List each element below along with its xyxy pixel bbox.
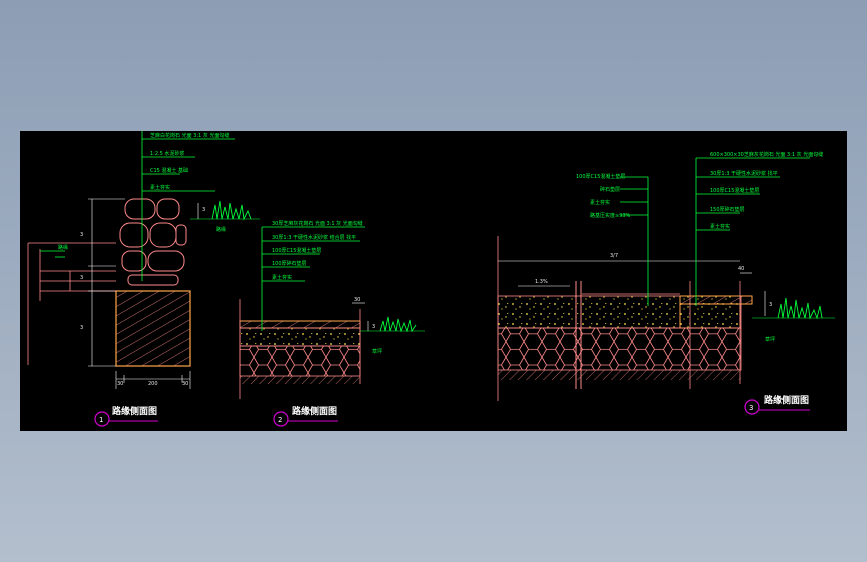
callout-number: 2: [278, 416, 282, 424]
section-3-label: 碎石垫层: [600, 186, 620, 193]
section-3-label: 路基压实度≥93%: [590, 212, 631, 219]
section-1-label: 1:2.5 水泥砂浆: [150, 150, 184, 157]
section-1-side-label: 路缘: [58, 244, 68, 251]
section-1-label: 素土夯实: [150, 184, 170, 191]
section-2-label: 30厚芝麻灰花岗石 光面 3:1 灰 光面勾缝: [272, 220, 363, 227]
curb-stone: [679, 295, 753, 305]
callout-circle-1: [94, 411, 110, 427]
section-3-label: 100厚C15混凝土垫层: [710, 187, 759, 194]
dim-label: 3: [80, 275, 83, 281]
grass: [211, 200, 252, 221]
section-1-leader: [40, 131, 235, 281]
callout-number: 1: [99, 416, 103, 424]
concrete-layer: [239, 345, 361, 377]
stone-stack: [119, 198, 187, 286]
dim-label: 40: [738, 266, 744, 272]
gravel-layer: [497, 327, 742, 371]
section-2-title: 路缘侧面图: [292, 405, 337, 417]
grass-label: 路缘: [216, 226, 226, 233]
section-1-title: 路缘侧面图: [112, 405, 157, 417]
dim-label: 3/7: [610, 253, 618, 259]
dim-label: 30: [354, 297, 360, 303]
grass: [777, 297, 823, 320]
cad-drawing: 3 3 3 30 200 30 芝麻白花岗石 光面 3:1 灰 光面勾缝 1:2…: [27, 131, 835, 427]
callout-circle-2: [273, 411, 289, 427]
section-2-label: 100厚碎石垫层: [272, 260, 307, 267]
earth-layer: [498, 370, 741, 380]
dim-label: 30: [117, 381, 123, 387]
section-1-label: 芝麻白花岗石 光面 3:1 灰 光面勾缝: [150, 132, 229, 139]
dim-label: 3: [202, 207, 205, 213]
section-1-label: C15 混凝土 基础: [150, 167, 188, 174]
callout-number: 3: [749, 404, 753, 412]
left-wall: [27, 242, 116, 365]
dim-label: 3: [80, 232, 83, 238]
earth-layer: [240, 376, 360, 384]
mortar-layer: [239, 327, 361, 347]
section-3-drawing: 3/7 1.3% 40 3 100厚C15混凝土垫层 碎石垫层 素土夯实 路基压…: [497, 151, 835, 415]
dim-label: 3: [80, 325, 83, 331]
dim-label: 3: [769, 302, 772, 308]
section-2-label: 素土夯实: [272, 274, 292, 281]
paving-slab: [239, 320, 361, 329]
callout-circle-3: [744, 399, 760, 415]
dim-label: 30: [182, 381, 188, 387]
stone-base-block: [115, 290, 191, 367]
section-3-label: 150厚碎石垫层: [710, 206, 745, 213]
grass-label: 草坪: [765, 336, 775, 343]
cad-drawing-canvas[interactable]: 3 3 3 30 200 30 芝麻白花岗石 光面 3:1 灰 光面勾缝 1:2…: [20, 131, 847, 431]
dim-label: 200: [148, 381, 158, 387]
section-3-label: 素土夯实: [710, 223, 730, 230]
grass: [379, 316, 417, 333]
dim-label: 3: [372, 324, 375, 330]
section-2-label: 30厚1:3 干硬性水泥砂浆 结合层 找平: [272, 234, 356, 241]
section-3-label: 600×300×30芝麻灰花岗石 光面 3:1 灰 光面勾缝: [710, 151, 823, 158]
section-1-dimensions: [88, 198, 191, 389]
section-1-drawing: 3 3 3 30 200 30 芝麻白花岗石 光面 3:1 灰 光面勾缝 1:2…: [27, 131, 260, 427]
section-3-title: 路缘侧面图: [764, 394, 809, 406]
grass-label: 草坪: [372, 348, 382, 355]
dim-label: 1.3%: [535, 279, 548, 285]
section-3-label: 素土夯实: [590, 199, 610, 206]
section-2-label: 100厚C15混凝土垫层: [272, 247, 321, 254]
section-3-label: 100厚C15混凝土垫层: [576, 173, 625, 180]
section-2-drawing: 30厚芝麻灰花岗石 光面 3:1 灰 光面勾缝 30厚1:3 干硬性水泥砂浆 结…: [239, 220, 425, 427]
section-3-label: 30厚1:3 干硬性水泥砂浆 找平: [710, 170, 778, 177]
